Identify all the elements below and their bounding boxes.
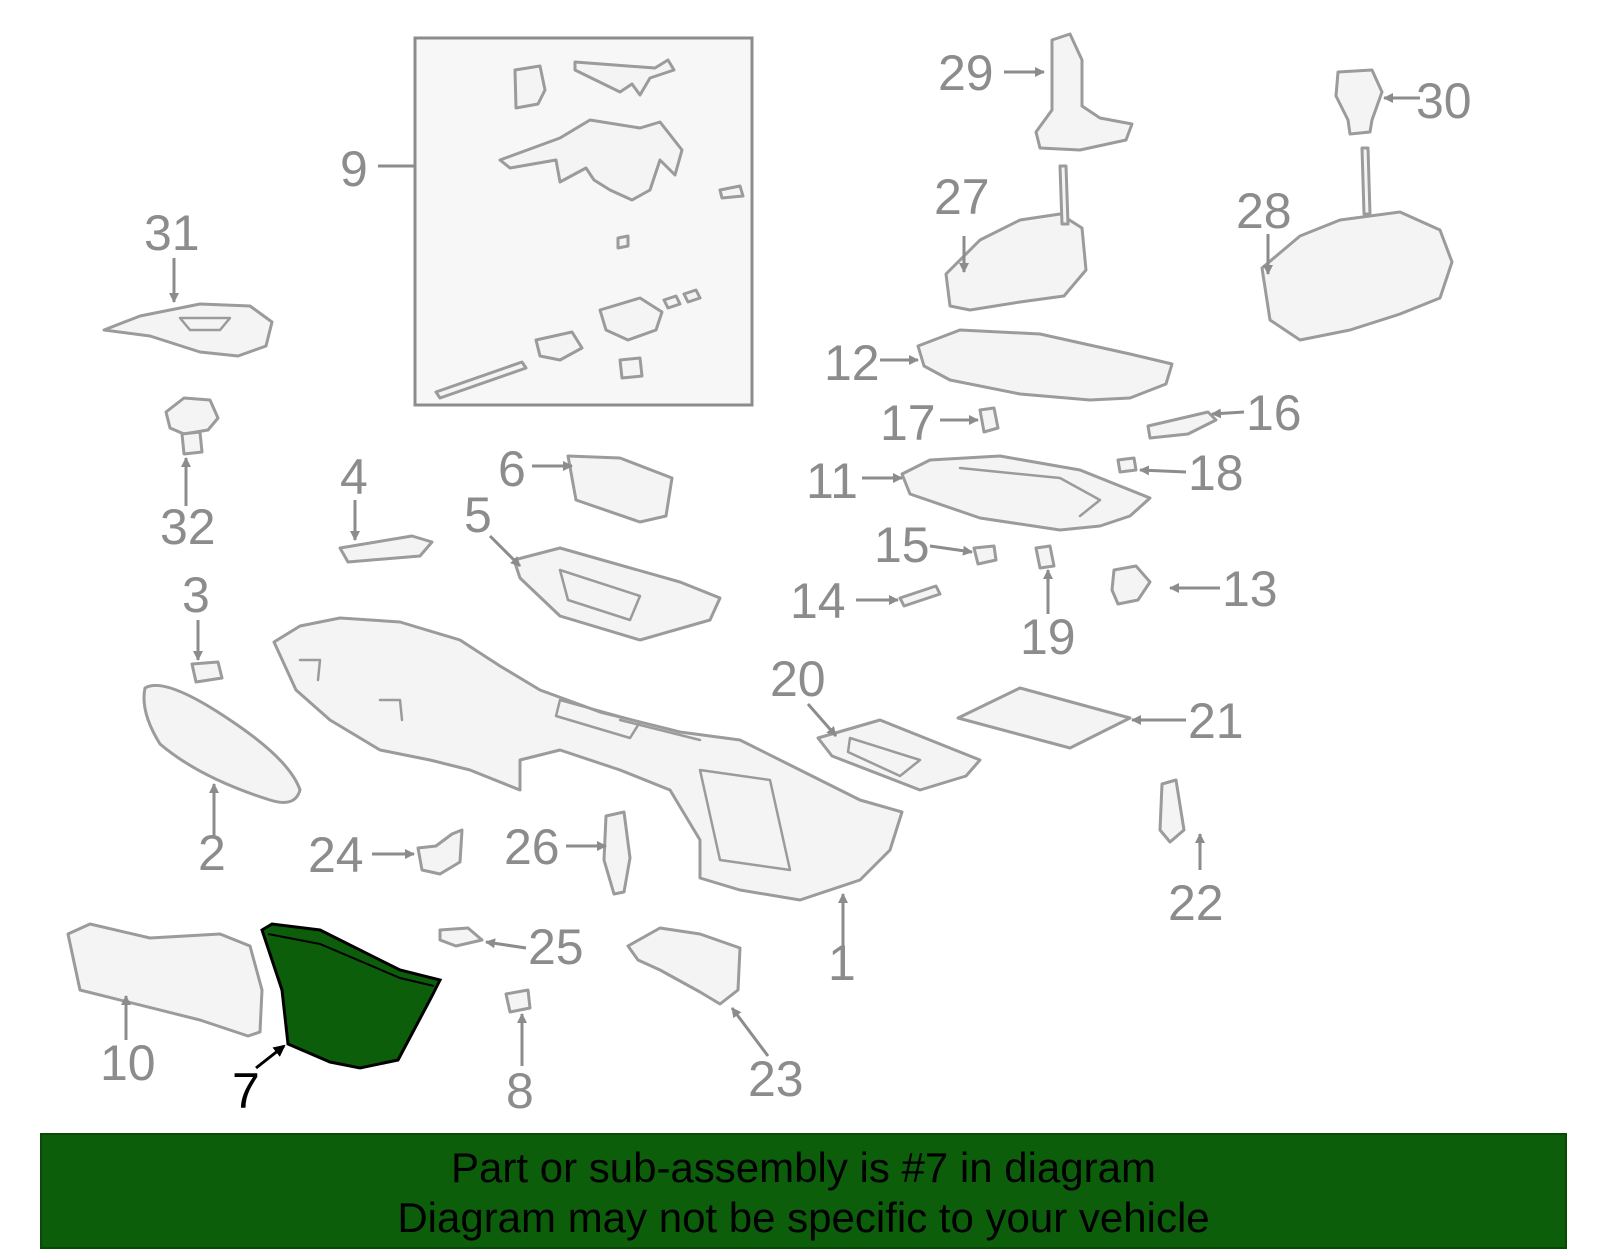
callout-24: 24 bbox=[308, 827, 364, 883]
part-8-clip bbox=[504, 988, 532, 1014]
callout-2: 2 bbox=[198, 825, 226, 881]
callout-6: 6 bbox=[498, 441, 526, 497]
callout-29: 29 bbox=[938, 45, 994, 101]
callout-9: 9 bbox=[340, 141, 368, 197]
part-6-ashtray bbox=[566, 454, 674, 524]
leader-lines bbox=[121, 67, 1420, 1070]
callout-10: 10 bbox=[100, 1035, 156, 1091]
part-13-latch bbox=[1110, 564, 1152, 606]
callout-31: 31 bbox=[144, 205, 200, 261]
part-28-shifter bbox=[1260, 146, 1454, 342]
part-30-knob bbox=[1334, 68, 1384, 136]
callout-25: 25 bbox=[528, 919, 584, 975]
part-21-liner bbox=[956, 686, 1132, 750]
part-22-vent bbox=[1158, 778, 1186, 844]
callout-32: 32 bbox=[160, 499, 216, 555]
part-4-cover bbox=[338, 534, 434, 564]
callout-12: 12 bbox=[824, 335, 880, 391]
callout-19: 19 bbox=[1020, 609, 1076, 665]
part-18-clip bbox=[1116, 456, 1138, 474]
callout-20: 20 bbox=[770, 651, 826, 707]
banner-disclaimer: Diagram may not be specific to your vehi… bbox=[397, 1194, 1210, 1241]
callout-28: 28 bbox=[1236, 183, 1292, 239]
part-7-side-panel-highlighted[interactable] bbox=[260, 922, 443, 1070]
part-25-clip bbox=[438, 926, 484, 948]
callout-14: 14 bbox=[790, 573, 846, 629]
callout-labels: 1 2 3 4 5 6 7 8 9 10 11 12 13 14 15 16 1… bbox=[100, 45, 1472, 1119]
part-14-pin bbox=[898, 584, 942, 608]
callout-16: 16 bbox=[1246, 385, 1302, 441]
part-3-clip bbox=[190, 660, 224, 684]
part-15-screw bbox=[972, 544, 998, 566]
part-12-armrest-lid bbox=[916, 328, 1174, 402]
callout-5: 5 bbox=[464, 487, 492, 543]
part-9-kit-box bbox=[413, 36, 754, 407]
banner-part-note: Part or sub-assembly is #7 in diagram bbox=[451, 1144, 1156, 1191]
callout-4: 4 bbox=[340, 449, 368, 505]
callout-26: 26 bbox=[504, 819, 560, 875]
part-1-console bbox=[272, 616, 904, 902]
callout-27: 27 bbox=[934, 169, 990, 225]
callout-18: 18 bbox=[1188, 445, 1244, 501]
callout-13: 13 bbox=[1222, 561, 1278, 617]
part-16-hinge bbox=[1146, 410, 1218, 440]
callout-7-selected: 7 bbox=[232, 1063, 260, 1119]
part-10-side-panel bbox=[66, 922, 264, 1038]
callout-21: 21 bbox=[1188, 693, 1244, 749]
callout-22: 22 bbox=[1168, 875, 1224, 931]
callout-3: 3 bbox=[182, 567, 210, 623]
part-5-tray bbox=[512, 546, 722, 642]
callout-30: 30 bbox=[1416, 73, 1472, 129]
part-32-fastener bbox=[164, 396, 220, 456]
part-24-bracket bbox=[416, 828, 464, 876]
part-19-clip bbox=[1034, 544, 1056, 570]
callout-11: 11 bbox=[806, 453, 858, 509]
part-29-knob-boot bbox=[1034, 32, 1134, 152]
callout-1: 1 bbox=[828, 935, 856, 991]
part-20-mat bbox=[816, 718, 982, 792]
part-26-connector bbox=[602, 810, 632, 896]
callout-15: 15 bbox=[874, 517, 930, 573]
callout-23: 23 bbox=[748, 1051, 804, 1107]
info-banner: Part or sub-assembly is #7 in diagram Di… bbox=[40, 1133, 1567, 1249]
part-23-bracket bbox=[626, 926, 742, 1006]
part-2-trim-panel bbox=[142, 683, 302, 804]
part-17-clip bbox=[978, 406, 1000, 434]
part-31-cover bbox=[102, 302, 274, 358]
callout-17: 17 bbox=[880, 395, 936, 451]
part-11-armrest-base bbox=[900, 454, 1152, 532]
callout-8: 8 bbox=[506, 1063, 534, 1119]
part-27-shifter bbox=[944, 164, 1088, 312]
